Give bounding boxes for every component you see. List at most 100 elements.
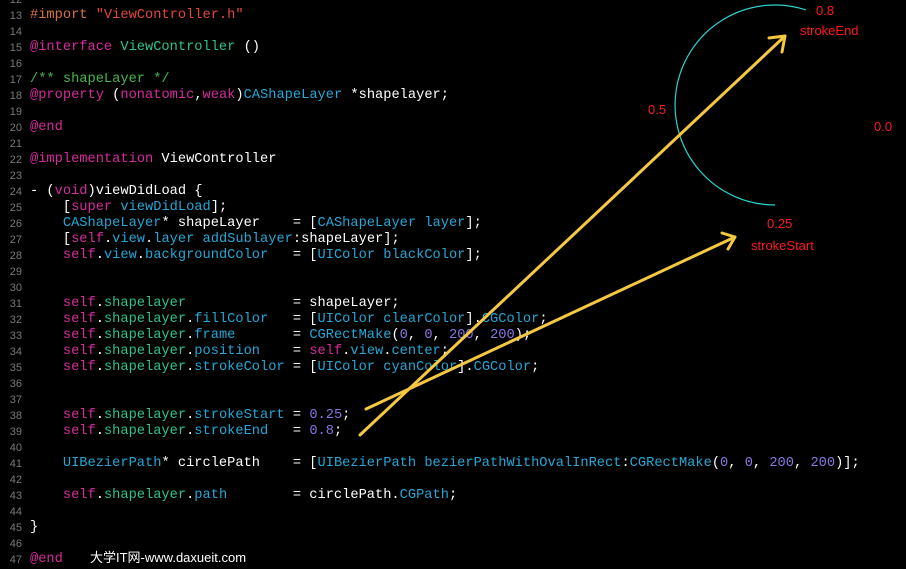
code-token: self [62,408,96,423]
code-token: : [621,456,630,471]
line-number: 18 [9,90,22,102]
code-text: self.shapelayer = shapeLayer; [30,296,400,312]
code-line[interactable]: 45} [0,520,906,536]
code-line[interactable]: 31 self.shapelayer = shapeLayer; [0,296,906,312]
code-line[interactable]: 29 [0,264,906,280]
code-token: cyanColor [383,360,458,375]
code-line[interactable]: 46 [0,536,906,552]
code-token: viewDidLoad [120,200,211,215]
code-line[interactable]: 37 [0,392,906,408]
line-number: 29 [9,266,22,278]
code-line[interactable]: 40 [0,440,906,456]
code-token: CGColor [481,312,540,327]
code-line[interactable]: 13#import "ViewController.h" [0,8,906,24]
line-number: 12 [9,0,22,6]
code-line[interactable]: 43 self.shapelayer.path = circlePath.CGP… [0,488,906,504]
line-number: 22 [9,154,22,166]
code-line[interactable]: 35 self.shapelayer.strokeColor = [UIColo… [0,360,906,376]
code-text: CAShapeLayer* shapeLayer = [CAShapeLayer… [30,216,482,232]
code-token: . [186,312,195,327]
code-token: . [136,248,146,263]
code-token: CAShapeLayer [317,216,417,231]
line-number: 23 [9,170,22,182]
code-token: ViewController [120,40,236,55]
code-line[interactable]: 15@interface ViewController () [0,40,906,56]
code-token: shapelayer [103,296,187,311]
code-line[interactable]: 38 self.shapelayer.strokeStart = 0.25; [0,408,906,424]
code-token: ; [448,488,458,503]
code-token: 0 [399,328,408,343]
code-token: UIColor [317,360,376,375]
code-token: , [432,328,449,343]
code-token: , [473,328,491,343]
code-token: . [186,408,195,423]
code-line[interactable]: 27 [self.view.layer addSublayer:shapeLay… [0,232,906,248]
code-text: [super viewDidLoad]; [30,200,227,216]
code-line[interactable]: 34 self.shapelayer.position = self.view.… [0,344,906,360]
code-line[interactable]: 16 [0,56,906,72]
code-line[interactable]: 41 UIBezierPath* circlePath = [UIBezierP… [0,456,906,472]
code-line[interactable]: 42 [0,472,906,488]
code-token: . [186,488,195,503]
code-line[interactable]: 44 [0,504,906,520]
code-line[interactable]: 19 [0,104,906,120]
code-token: ; [333,424,343,439]
line-number: 13 [9,10,22,22]
code-line[interactable]: 12 [0,0,906,8]
code-line[interactable]: 20@end [0,120,906,136]
code-text: self.view.backgroundColor = [UIColor bla… [30,248,482,264]
code-text: self.shapelayer.strokeColor = [UIColor c… [30,360,539,376]
line-number: 40 [9,442,22,454]
code-line[interactable]: 22@implementation ViewController [0,152,906,168]
code-line[interactable]: 25 [super viewDidLoad]; [0,200,906,216]
code-token: /** shapeLayer */ [30,72,170,87]
code-text: self.shapelayer.frame = CGRectMake(0, 0,… [30,328,531,344]
code-token: self [62,344,96,359]
code-token: . [95,296,104,311]
code-token: . [95,328,104,343]
code-line[interactable]: 17/** shapeLayer */ [0,72,906,88]
code-token: @implementation [30,152,154,167]
code-line[interactable]: 33 self.shapelayer.frame = CGRectMake(0,… [0,328,906,344]
code-token: 0 [424,328,433,343]
code-token: . [95,424,104,439]
code-token: , [407,328,425,343]
code-line[interactable]: 18@property (nonatomic,weak)CAShapeLayer… [0,88,906,104]
half-value: 0.5 [648,102,667,117]
code-token: shapelayer [103,328,187,343]
code-token: self [62,312,96,327]
code-token: . [95,408,104,423]
code-line[interactable]: 39 self.shapelayer.strokeEnd = 0.8; [0,424,906,440]
code-line[interactable]: 24- (void)viewDidLoad { [0,184,906,200]
code-token: . [186,424,195,439]
code-token: . [95,312,104,327]
code-line[interactable]: 30 [0,280,906,296]
code-text: [self.view.layer addSublayer:shapeLayer]… [30,232,400,248]
code-token: self [62,248,96,263]
code-token: frame [194,328,236,343]
code-token: @property [30,88,104,103]
code-line[interactable]: 28 self.view.backgroundColor = [UIColor … [0,248,906,264]
code-token: strokeStart [194,408,285,423]
code-token: ]; [465,248,482,263]
line-number: 37 [9,394,22,406]
line-number: 25 [9,202,22,214]
code-line[interactable]: 14 [0,24,906,40]
code-token: blackColor [383,248,466,263]
code-token: } [30,520,39,535]
code-token: @interface [30,40,113,55]
code-token: = circlePath. [227,488,400,503]
code-line[interactable]: 32 self.shapelayer.fillColor = [UIColor … [0,312,906,328]
code-line[interactable]: 36 [0,376,906,392]
code-line[interactable]: 21 [0,136,906,152]
code-token: . [186,328,195,343]
code-token: shapelayer [103,360,187,375]
code-line[interactable]: 23 [0,168,906,184]
code-line[interactable]: 47@end [0,552,906,568]
code-line[interactable]: 26 CAShapeLayer* shapeLayer = [CAShapeLa… [0,216,906,232]
code-text: } [30,520,38,536]
code-token: self [71,232,104,247]
line-number: 19 [9,106,22,118]
code-token: . [383,344,392,359]
